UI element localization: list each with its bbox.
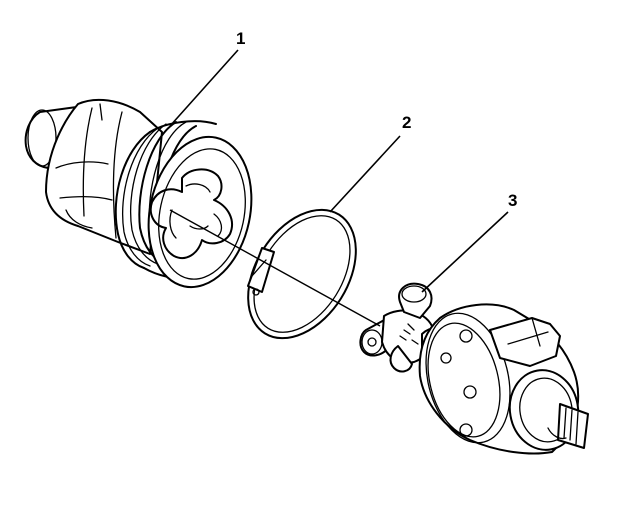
callout-number-3: 3: [508, 191, 517, 210]
assembly-axis-line: [169, 209, 381, 327]
callout-number-1: 1: [236, 29, 245, 48]
joint-housing: [24, 98, 253, 289]
leader-line-1: [169, 49, 239, 127]
leader-line-2: [329, 135, 401, 213]
spider-assembly: [359, 282, 589, 455]
callout-number-2: 2: [402, 113, 411, 132]
clamp-ring: [247, 208, 357, 340]
leader-line-3: [421, 211, 509, 293]
